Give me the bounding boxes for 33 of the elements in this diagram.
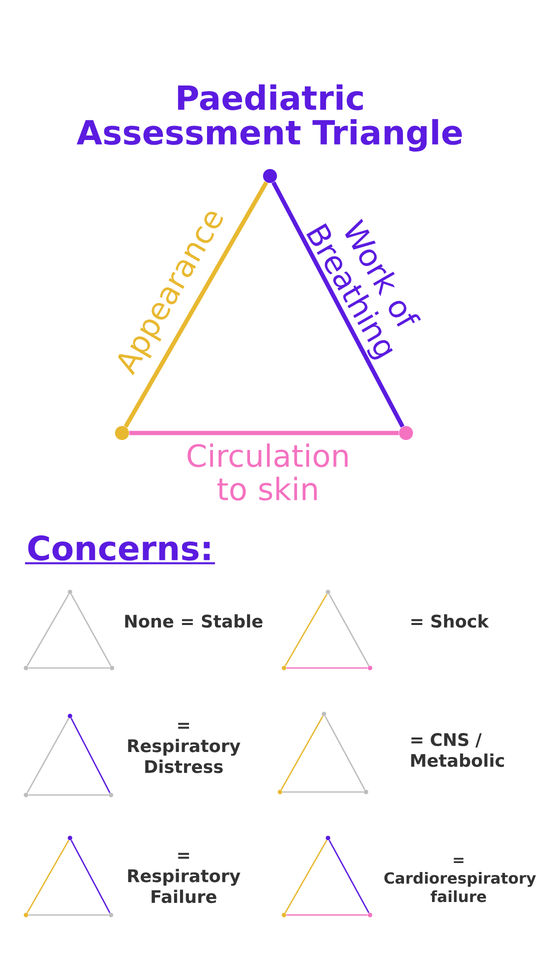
triangle-side (26, 594, 70, 666)
concern-label: = Cardiorespiratory failure (384, 858, 536, 902)
edge-label: Circulation to skin (188, 443, 348, 501)
triangle-side (286, 914, 368, 916)
triangle-side (286, 667, 368, 669)
triangle-side (284, 594, 328, 666)
vertex-dot (399, 426, 413, 440)
concern-label: = CNS / Metabolic (411, 733, 504, 767)
triangle-side (28, 794, 108, 796)
triangle-side (70, 840, 110, 914)
triangle-side (272, 181, 404, 428)
triangle-side (70, 594, 112, 666)
triangle-side (328, 840, 370, 914)
triangle-side (129, 430, 399, 436)
triangle-side (70, 718, 110, 794)
triangle-side (324, 716, 366, 790)
title: Paediatric Assessment Triangle (76, 84, 462, 152)
triangle-side (282, 791, 364, 793)
vertex-dot (115, 426, 129, 440)
triangle-side (280, 716, 324, 790)
triangle-side (28, 667, 110, 669)
concern-label: = Respiratory Failure (128, 852, 240, 904)
concern-label: = Respiratory Distress (128, 722, 240, 774)
concern-label: None = Stable (125, 614, 262, 628)
vertex-dot (263, 169, 277, 183)
triangle-side (284, 840, 328, 914)
heading: Concerns: (25, 535, 215, 564)
triangle-side (124, 181, 268, 428)
triangle-side (26, 840, 70, 914)
triangle-side (28, 914, 108, 916)
triangle-side (26, 718, 70, 794)
triangle-side (328, 594, 370, 666)
concern-label: = Shock (411, 614, 490, 628)
